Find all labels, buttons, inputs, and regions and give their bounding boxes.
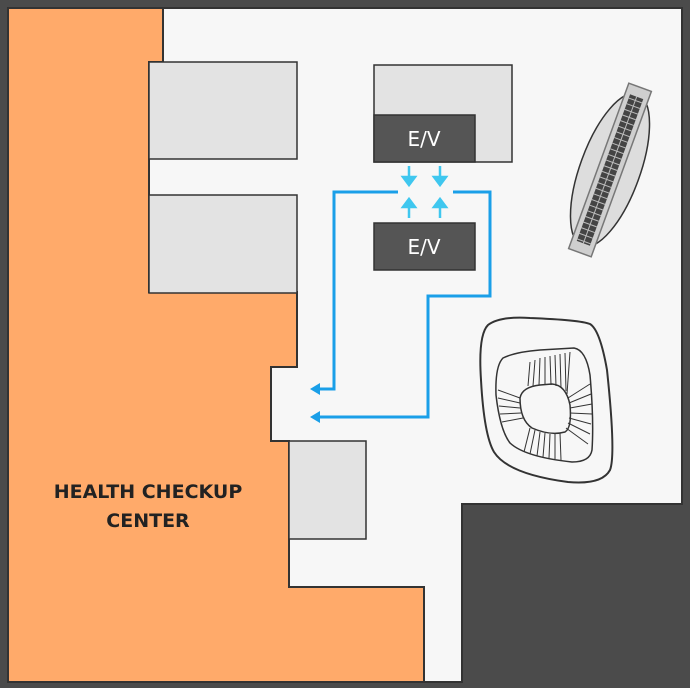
arrow-up-icon xyxy=(431,196,449,209)
escalator-icon xyxy=(567,82,653,258)
route-arrow-icon xyxy=(310,383,320,395)
spiral-staircase-icon xyxy=(479,316,614,484)
elevator-arrows xyxy=(400,166,449,218)
arrow-down-icon xyxy=(400,175,418,188)
elevator-top-label: E/V xyxy=(407,127,440,151)
room-north-2 xyxy=(148,194,298,294)
route-arrow-icon xyxy=(310,411,320,423)
room-north-1 xyxy=(148,61,298,160)
route-line-upper xyxy=(318,190,398,391)
route-line-lower xyxy=(318,190,492,419)
arrow-down-icon xyxy=(431,175,449,188)
room-south xyxy=(288,440,367,540)
arrow-up-icon xyxy=(400,196,418,209)
zone-label-line2: CENTER xyxy=(106,510,190,532)
zone-label-line1: HEALTH CHECKUP xyxy=(54,481,243,503)
elevator-top[interactable]: E/V xyxy=(373,114,476,163)
elevator-bottom-label: E/V xyxy=(407,235,440,259)
route-path xyxy=(318,190,492,419)
elevator-bottom[interactable]: E/V xyxy=(373,222,476,271)
